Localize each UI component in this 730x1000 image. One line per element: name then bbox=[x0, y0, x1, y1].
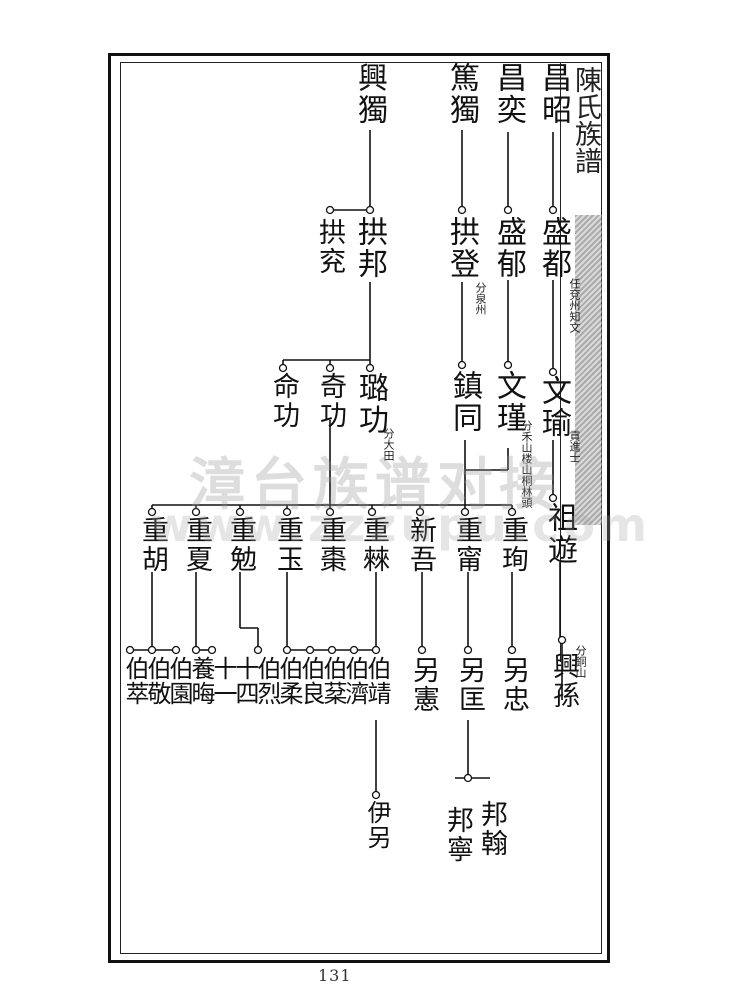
name-chongzao: 重棗 bbox=[315, 516, 346, 574]
name-gongdeng: 拱登 bbox=[444, 216, 479, 280]
name-chongyu: 重玉 bbox=[272, 516, 303, 574]
name-bofen: 伯棻 bbox=[319, 656, 347, 706]
name-changyi: 昌奕 bbox=[491, 62, 526, 126]
name-xingdu: 興獨 bbox=[352, 62, 387, 126]
name-banghan: 邦翰 bbox=[476, 800, 507, 858]
name-boji: 伯濟 bbox=[341, 656, 369, 706]
name-borou: 伯柔 bbox=[275, 656, 303, 706]
name-changzhao: 昌昭 bbox=[536, 62, 571, 126]
name-wenyu: 文瑜 bbox=[536, 375, 571, 439]
page-outer-border bbox=[108, 53, 610, 963]
name-bojing2: 伯敬 bbox=[143, 656, 171, 706]
name-chonghu: 重胡 bbox=[137, 516, 168, 574]
name-wenjin: 文瑾 bbox=[491, 370, 526, 434]
name-shengdu: 盛都 bbox=[536, 216, 571, 280]
name-boyuan: 伯園 bbox=[165, 656, 193, 706]
name-bojing: 伯靖 bbox=[363, 656, 391, 706]
name-minggong: 命功 bbox=[268, 372, 299, 430]
book-spine-shading bbox=[575, 215, 602, 525]
name-gongyan: 拱兖 bbox=[314, 218, 345, 276]
name-lugong: 璐功 bbox=[353, 372, 388, 436]
name-zuyou: 祖遊 bbox=[542, 502, 577, 566]
name-shengyu: 盛郁 bbox=[491, 216, 526, 280]
name-zhentong: 鎮同 bbox=[447, 370, 482, 434]
name-lingxian: 另憲 bbox=[408, 656, 439, 714]
note-bayou: 分泉州 bbox=[474, 282, 487, 315]
note-wendu: 任兗州知文 bbox=[568, 278, 581, 333]
note-xingsun: 分銅山 bbox=[574, 645, 587, 678]
name-gongbang: 拱邦 bbox=[352, 216, 387, 280]
book-title: 陳氏族譜 bbox=[570, 66, 601, 174]
watermark-text: 漳台族谱对接 bbox=[189, 453, 561, 518]
name-lingkuang: 另匡 bbox=[454, 656, 485, 714]
title-column-border bbox=[560, 62, 603, 662]
name-chongxia: 重夏 bbox=[181, 516, 212, 574]
name-bolie: 伯烈 bbox=[253, 656, 281, 706]
watermark-url: www.zzzupu.com bbox=[150, 498, 652, 552]
name-chongkun: 重㯤 bbox=[358, 516, 389, 574]
name-lingzhong: 另忠 bbox=[498, 656, 529, 714]
name-dudu: 篤獨 bbox=[444, 62, 479, 126]
name-shiyi: 十一 bbox=[209, 656, 237, 706]
name-yiling: 伊另 bbox=[363, 800, 391, 850]
name-shisi: 十四 bbox=[231, 656, 259, 706]
name-yanghui: 養晦 bbox=[187, 656, 215, 706]
page-number: 131 bbox=[318, 966, 352, 985]
note-lugong: 分大田 bbox=[382, 428, 395, 461]
name-chongxun: 重珣 bbox=[497, 516, 528, 574]
name-bangning: 邦寧 bbox=[442, 806, 473, 864]
name-boliang: 伯良 bbox=[297, 656, 325, 706]
note-wenyu: 貢進士 bbox=[568, 430, 581, 463]
name-chongning: 重甯 bbox=[451, 516, 482, 574]
name-qigong: 奇功 bbox=[315, 372, 346, 430]
name-bocui: 伯萃 bbox=[121, 656, 149, 706]
note-wenjin: 分禾山楼山桐林頭 bbox=[520, 420, 533, 508]
name-chongmian: 重勉 bbox=[225, 516, 256, 574]
name-xinwu: 新吾 bbox=[405, 516, 436, 574]
name-xingsun: 興孫 bbox=[548, 652, 579, 710]
